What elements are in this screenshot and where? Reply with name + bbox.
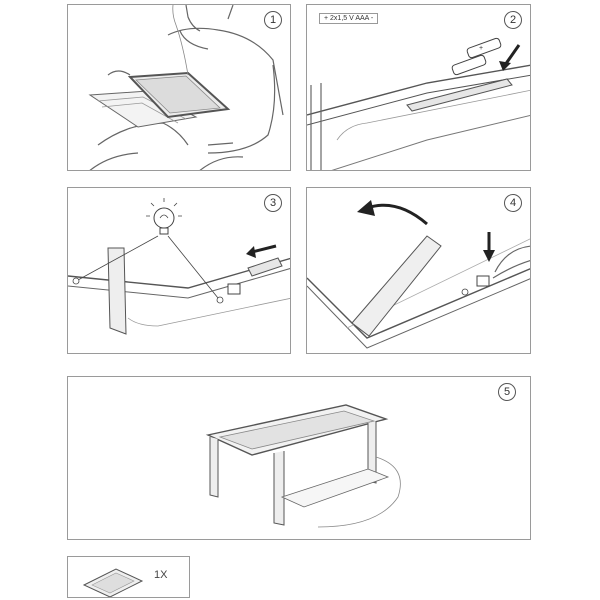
step-number-badge: 3 [264,194,282,212]
step-number-badge: 5 [498,383,516,401]
light-bulb-icon [146,198,182,235]
step-2-panel: + + 2x1,5 V AAA - 2 [306,4,531,171]
quantity-label: 1X [154,569,168,581]
step-3-panel: 3 [67,187,291,354]
light-switch-illustration [68,198,290,335]
battery-spec-label: + 2x1,5 V AAA - [319,13,379,24]
person-reading-illustration [88,5,284,170]
step-5-panel: 5 [67,376,531,540]
assembled-magnifier-illustration [205,404,401,528]
step-number-badge: 2 [504,11,522,29]
step-4-panel: 4 [306,187,531,354]
step-1-panel: 1 [67,4,291,171]
svg-text:+: + [479,45,483,52]
package-contents-panel: 1X [67,556,190,598]
magnifier-thumbnail-icon [82,568,144,597]
battery-insertion-illustration: + [307,37,530,170]
fold-leg-illustration [307,200,530,349]
step-number-badge: 1 [264,11,282,29]
step-number-badge: 4 [504,194,522,212]
